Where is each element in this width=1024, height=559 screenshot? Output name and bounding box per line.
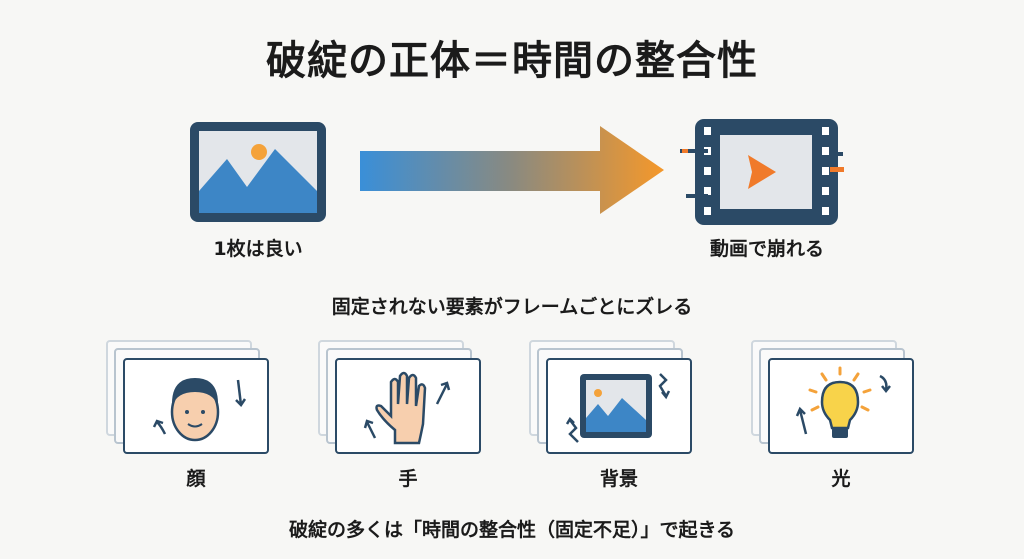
landscape-image-icon	[565, 373, 671, 443]
card-face: 顔	[106, 340, 286, 500]
card-label: 顔	[186, 468, 206, 490]
arrow-right-icon	[360, 126, 664, 214]
image-icon	[190, 122, 326, 222]
face-icon	[152, 378, 247, 442]
card-label: 背景	[599, 468, 638, 490]
card-label: 手	[398, 468, 418, 490]
card-light: 光	[751, 340, 931, 500]
lightbulb-icon	[795, 366, 891, 438]
card-hand: 手	[318, 340, 498, 500]
hand-icon	[363, 371, 451, 445]
page-title: 破綻の正体＝時間の整合性	[266, 38, 758, 84]
single-frame-label: 1枚は良い	[213, 238, 303, 260]
subtitle: 固定されない要素がフレームごとにズレる	[331, 296, 693, 318]
card-background: 背景	[529, 340, 709, 500]
video-breaks-label: 動画で崩れる	[709, 238, 824, 260]
card-label: 光	[831, 468, 851, 490]
footer-summary: 破綻の多くは「時間の整合性（固定不足）」で起きる	[288, 519, 736, 541]
glitched-video-icon	[680, 119, 844, 225]
